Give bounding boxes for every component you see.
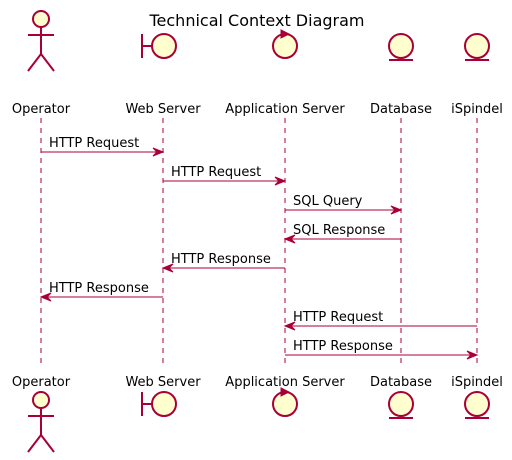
message-arrow-head [39, 292, 52, 302]
actor-head [32, 10, 50, 28]
participant-label: Database [370, 102, 432, 117]
message-label: HTTP Request [171, 165, 261, 180]
message-2: HTTP Request [163, 165, 287, 186]
control-arrow [280, 29, 291, 39]
participant-operator-bottom: Operator [12, 375, 71, 453]
control-circle [272, 33, 298, 59]
actor-leg-right [40, 434, 55, 453]
message-arrow-head [466, 350, 479, 360]
participant-app-top: Application Server [225, 29, 345, 117]
message-1: HTTP Request [41, 136, 165, 157]
message-label: HTTP Response [49, 281, 149, 296]
participant-db-top: Database [370, 33, 432, 117]
participant-label: Web Server [125, 102, 201, 117]
participant-app-bottom: Application Server [225, 375, 345, 417]
participant-label: Application Server [225, 375, 345, 390]
entity-circle [464, 33, 490, 59]
participant-ispindel-top: iSpindel [451, 33, 503, 117]
participant-label: Application Server [225, 102, 345, 117]
participant-web-top: Web Server [125, 33, 201, 117]
participant-label: iSpindel [451, 375, 503, 390]
message-8: HTTP Response [285, 339, 479, 360]
participant-db-bottom: Database [370, 375, 432, 419]
control-arrow [280, 387, 291, 397]
participant-label: iSpindel [451, 102, 503, 117]
participant-label: Operator [12, 102, 71, 117]
message-label: HTTP Response [171, 252, 271, 267]
message-arrow-head [152, 147, 165, 157]
control-circle [272, 391, 298, 417]
entity-circle [464, 391, 490, 417]
participant-operator-top: Operator [12, 10, 71, 117]
message-7: HTTP Request [283, 310, 477, 331]
message-label: SQL Query [293, 194, 363, 209]
message-label: HTTP Request [293, 310, 383, 325]
actor-leg-left [27, 53, 42, 72]
message-3: SQL Query [285, 194, 403, 215]
diagram-title: Technical Context Diagram [148, 11, 364, 30]
message-arrow-head [283, 234, 296, 244]
boundary-circle [151, 391, 177, 417]
message-6: HTTP Response [39, 281, 163, 302]
actor-head [32, 391, 50, 409]
message-label: HTTP Request [49, 136, 139, 151]
message-5: HTTP Response [161, 252, 285, 273]
participant-label: Web Server [125, 375, 201, 390]
message-arrow-head [274, 176, 287, 186]
message-arrow-head [390, 205, 403, 215]
message-arrow-head [161, 263, 174, 273]
participant-label: Database [370, 375, 432, 390]
message-4: SQL Response [283, 223, 401, 244]
lifelines [40, 118, 478, 368]
message-label: SQL Response [293, 223, 385, 238]
actor-leg-right [40, 53, 55, 72]
participant-ispindel-bottom: iSpindel [451, 375, 503, 419]
boundary-circle [151, 33, 177, 59]
message-arrow-head [283, 321, 296, 331]
entity-circle [388, 391, 414, 417]
message-label: HTTP Response [293, 339, 393, 354]
actor-leg-left [27, 434, 42, 453]
participant-web-bottom: Web Server [125, 375, 201, 417]
participant-label: Operator [12, 375, 71, 390]
entity-circle [388, 33, 414, 59]
